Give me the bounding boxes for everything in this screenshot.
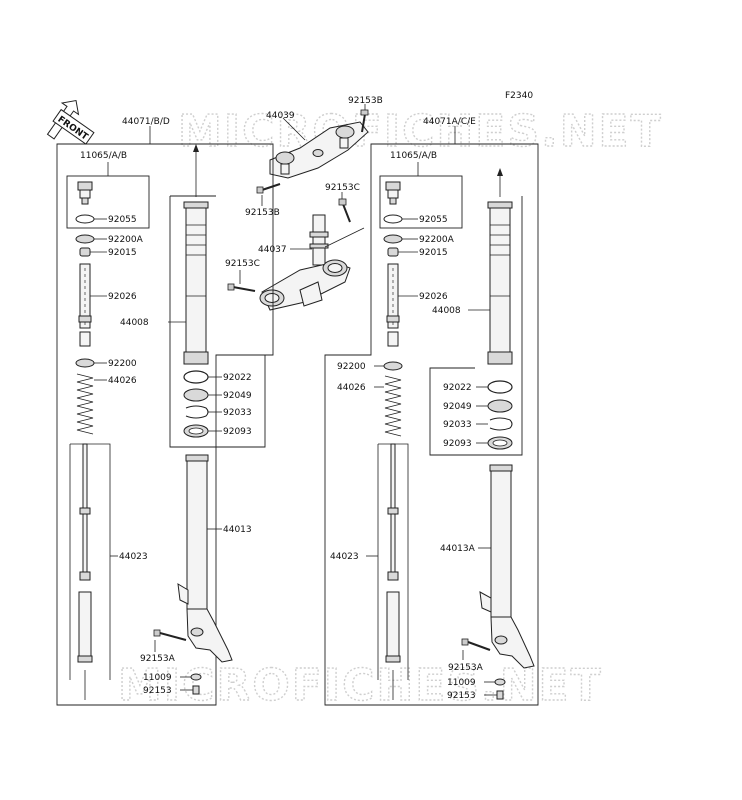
label-92026-right: 92026 (419, 292, 448, 302)
label-44023-right: 44023 (330, 552, 359, 562)
label-44039: 44039 (266, 111, 295, 121)
label-11009-right: 11009 (447, 678, 476, 688)
label-92033-right: 92033 (443, 420, 472, 430)
steering-stem (259, 214, 351, 311)
right-fork-cap (385, 181, 401, 205)
label-92153c-right: 92153C (325, 183, 360, 193)
bolt-92153c-right (338, 198, 351, 223)
watermark-bottom: MICROFICHES.NET (118, 660, 603, 711)
left-clip (185, 405, 209, 419)
label-44037: 44037 (258, 245, 287, 255)
left-gasket (190, 673, 202, 681)
label-44008-right: 44008 (432, 306, 461, 316)
left-inner-tube (183, 201, 209, 365)
label-92033-left: 92033 (223, 408, 252, 418)
label-92015-left: 92015 (108, 248, 137, 258)
right-spacer (386, 263, 400, 329)
label-92200a-left: 92200A (108, 235, 144, 245)
label-92153a-right: 92153A (448, 663, 484, 673)
label-44013a-right: 44013A (440, 544, 476, 554)
label-92153b-left: 92153B (245, 208, 280, 218)
right-cartridge-bracket (377, 443, 409, 680)
label-92153c-left: 92153C (225, 259, 260, 269)
label-44008-left: 44008 (120, 318, 149, 328)
front-arrow-icon: FRONT (46, 99, 95, 145)
label-11065-left: 11065/A/B (80, 151, 127, 161)
watermark-top: MICROFICHES.NET (178, 106, 663, 157)
label-92093-left: 92093 (223, 427, 252, 437)
right-bolt-92153a (461, 638, 491, 651)
left-bush2 (183, 388, 209, 402)
label-44071a-right: 44071A/C/E (423, 117, 476, 127)
right-spacer-sleeve (387, 331, 399, 347)
left-drain-bolt (192, 685, 200, 695)
left-outer-tube (177, 454, 233, 663)
left-cartridge (77, 443, 93, 663)
label-92200-right: 92200 (337, 362, 366, 372)
right-gasket (494, 678, 506, 686)
label-92153b-right: 92153B (348, 96, 383, 106)
left-nut (79, 247, 91, 257)
label-92049-right: 92049 (443, 402, 472, 412)
bolt-92153c-left (227, 283, 256, 292)
label-44071-left: 44071/B/D (122, 117, 170, 127)
left-bolt-92153a (153, 629, 187, 641)
right-bush2 (487, 399, 513, 413)
label-44023-left: 44023 (119, 552, 148, 562)
right-drain-bolt (496, 690, 504, 700)
left-washer (75, 234, 95, 244)
label-11009-left: 11009 (143, 673, 172, 683)
left-bush1 (183, 370, 209, 384)
left-washer2 (75, 358, 95, 368)
right-cartridge (385, 443, 401, 663)
left-spring (76, 373, 94, 435)
left-assy-outline (56, 143, 274, 706)
label-44026-right: 44026 (337, 383, 366, 393)
right-spring (384, 375, 402, 437)
right-washer (383, 234, 403, 244)
label-92153a-left: 92153A (140, 654, 176, 664)
right-bush-box (429, 196, 523, 456)
label-92153-right: 92153 (447, 691, 476, 701)
left-spacer (78, 263, 92, 329)
bolt-92153b-right (360, 109, 369, 133)
left-oring (75, 214, 95, 224)
label-11065-right: 11065/A/B (390, 151, 437, 161)
right-assy-outline (324, 143, 539, 706)
top-bracket (269, 121, 369, 179)
label-92022-left: 92022 (223, 373, 252, 383)
label-92093-right: 92093 (443, 439, 472, 449)
label-92153-left: 92153 (143, 686, 172, 696)
left-fork-cap (77, 181, 93, 205)
label-92200-left: 92200 (108, 359, 137, 369)
right-bush1 (487, 380, 513, 394)
label-92055-right: 92055 (419, 215, 448, 225)
right-inner-tube (487, 201, 513, 365)
right-clip (489, 417, 513, 431)
right-outer-tube (479, 464, 535, 669)
label-92049-left: 92049 (223, 391, 252, 401)
right-cap-box (379, 175, 463, 229)
label-44026-left: 44026 (108, 376, 137, 386)
right-nut (387, 247, 399, 257)
label-92200a-right: 92200A (419, 235, 455, 245)
bolt-92153b-left (256, 183, 281, 194)
right-oring (383, 214, 403, 224)
left-bush-box (169, 195, 266, 448)
right-washer2 (383, 361, 403, 371)
label-92055-left: 92055 (108, 215, 137, 225)
label-92015-right: 92015 (419, 248, 448, 258)
left-spacer-sleeve (79, 331, 91, 347)
label-44013-left: 44013 (223, 525, 252, 535)
figure-code: F2340 (505, 91, 533, 101)
label-92026-left: 92026 (108, 292, 137, 302)
label-92022-right: 92022 (443, 383, 472, 393)
